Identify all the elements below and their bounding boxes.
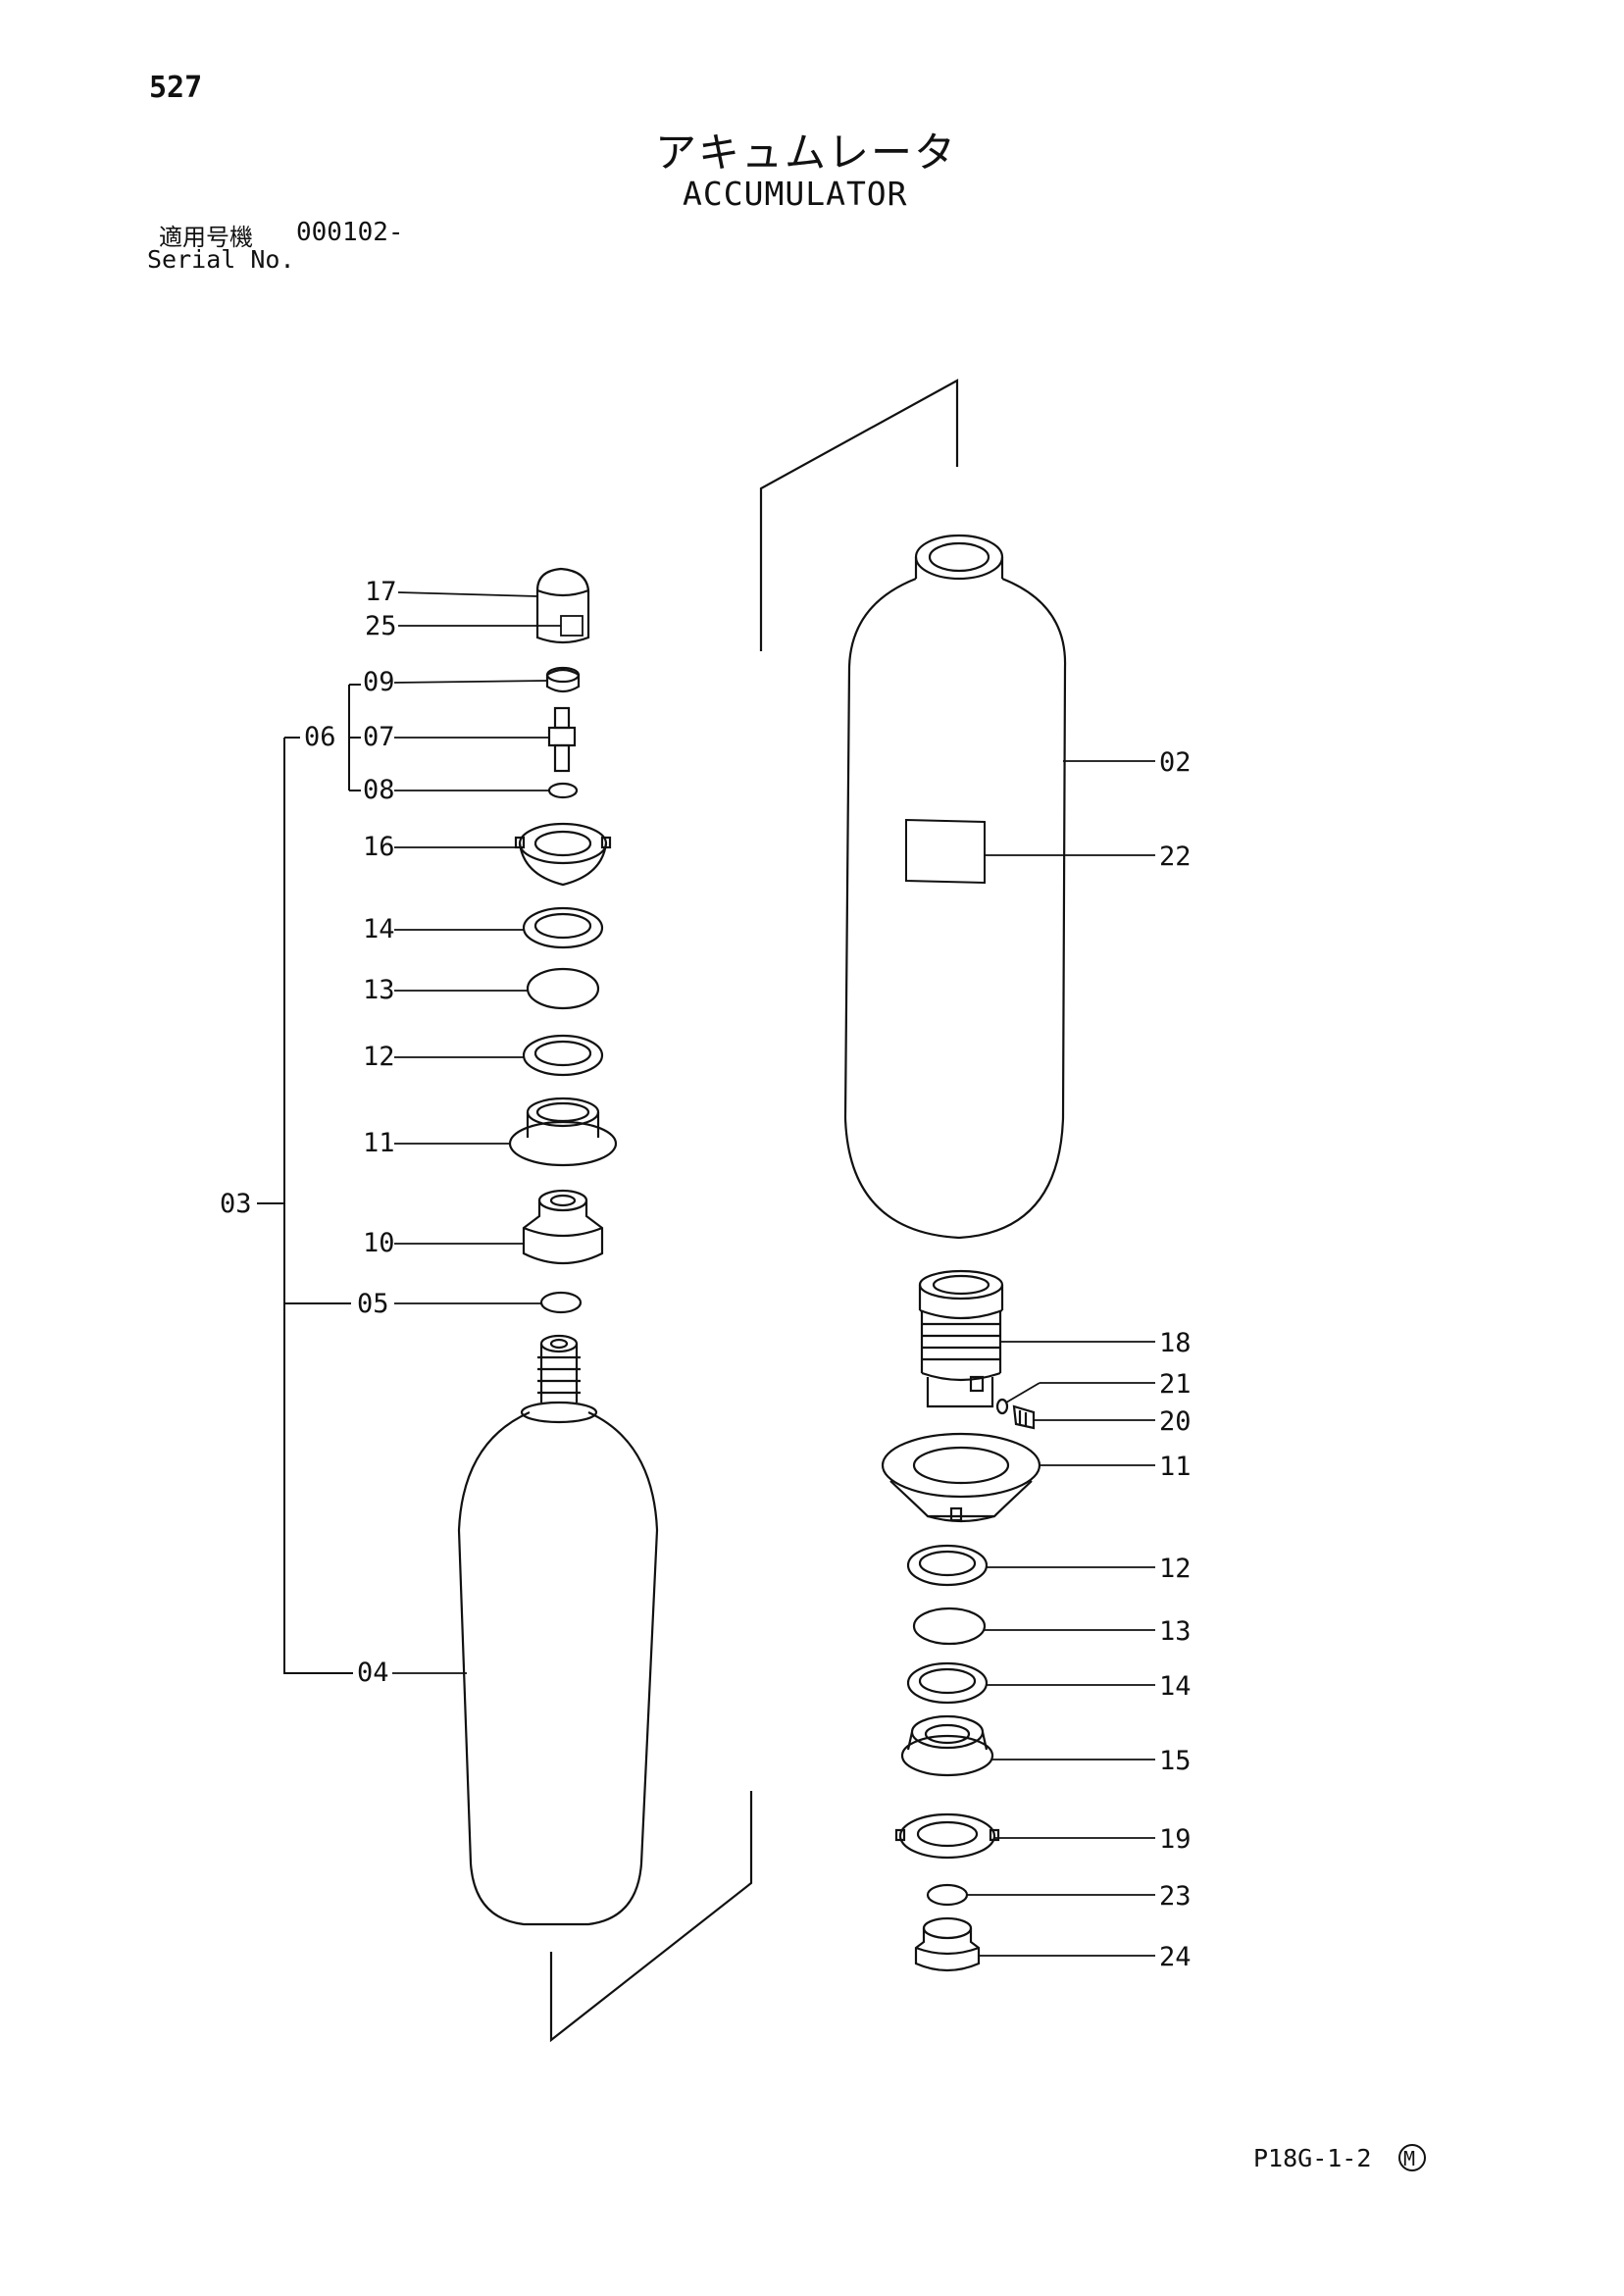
serial-label-japanese: 適用号機 — [159, 224, 253, 251]
label-13-right: 13 — [1159, 1616, 1192, 1647]
label-03: 03 — [220, 1189, 252, 1219]
label-02: 02 — [1159, 747, 1192, 778]
left-break-line — [549, 1791, 753, 2043]
footer-code: P18G-1-2 — [1253, 2144, 1372, 2172]
label-12: 12 — [363, 1042, 395, 1072]
label-24-right: 24 — [1159, 1942, 1192, 1972]
part-22-nameplate — [905, 818, 986, 885]
label-17: 17 — [365, 577, 397, 607]
label-11-right: 11 — [1159, 1452, 1192, 1482]
left-bracket-lines — [257, 684, 361, 1674]
serial-label-english: Serial No. — [147, 245, 295, 274]
label-18: 18 — [1159, 1328, 1192, 1358]
label-19-right: 19 — [1159, 1824, 1192, 1855]
part-13-disc — [526, 967, 600, 1010]
title-english: ACCUMULATOR — [683, 175, 908, 213]
part-18-valve-body — [918, 1269, 1004, 1408]
part-11-retainer-right — [881, 1432, 1041, 1523]
circled-m-mark: M — [1398, 2144, 1426, 2171]
label-11: 11 — [363, 1128, 395, 1158]
part-19-right — [894, 1812, 1000, 1860]
part-12-ring-right — [906, 1544, 989, 1587]
label-14-right: 14 — [1159, 1671, 1192, 1702]
part-12-ring — [522, 1034, 604, 1077]
label-10: 10 — [363, 1228, 395, 1258]
part-09 — [545, 666, 581, 693]
label-07: 07 — [363, 722, 395, 752]
part-14-ring-right — [906, 1661, 989, 1705]
title-japanese: アキュムレータ — [655, 128, 958, 177]
part-04-bladder — [457, 1334, 659, 1926]
svg-text:M: M — [1403, 2147, 1415, 2170]
part-11-retainer — [508, 1097, 618, 1167]
label-22: 22 — [1159, 842, 1192, 872]
label-12-right: 12 — [1159, 1554, 1192, 1584]
part-17-cap — [535, 567, 590, 644]
part-21-o-ring — [995, 1398, 1009, 1415]
page-number: 527 — [149, 71, 203, 105]
part-24-nut — [914, 1916, 981, 1972]
label-20: 20 — [1159, 1406, 1192, 1437]
label-25: 25 — [365, 611, 397, 641]
part-10-nut — [522, 1189, 604, 1265]
part-16 — [514, 822, 612, 887]
label-04: 04 — [357, 1658, 389, 1688]
label-09: 09 — [363, 667, 395, 697]
part-14-ring — [522, 906, 604, 949]
label-14: 14 — [363, 914, 395, 944]
right-leader-lines — [967, 760, 1155, 1957]
part-23-o-ring — [926, 1883, 969, 1907]
label-21: 21 — [1159, 1369, 1192, 1400]
serial-number: 000102- — [296, 218, 404, 247]
left-leader-lines — [392, 591, 561, 1674]
part-07-valve-core — [547, 706, 577, 773]
right-break-line — [759, 379, 959, 651]
part-15-right — [900, 1714, 994, 1777]
part-13-disc-right — [912, 1607, 987, 1646]
label-08: 08 — [363, 775, 395, 805]
part-08-o-ring — [547, 782, 579, 799]
label-05: 05 — [357, 1289, 389, 1319]
part-05-o-ring — [539, 1291, 583, 1314]
label-23-right: 23 — [1159, 1881, 1192, 1912]
part-20-plug — [1012, 1404, 1036, 1430]
part-25-label — [560, 615, 584, 637]
label-13: 13 — [363, 975, 395, 1005]
label-16: 16 — [363, 832, 395, 862]
part-02-shell — [843, 534, 1067, 1240]
label-15-right: 15 — [1159, 1746, 1192, 1776]
label-06: 06 — [304, 722, 336, 752]
